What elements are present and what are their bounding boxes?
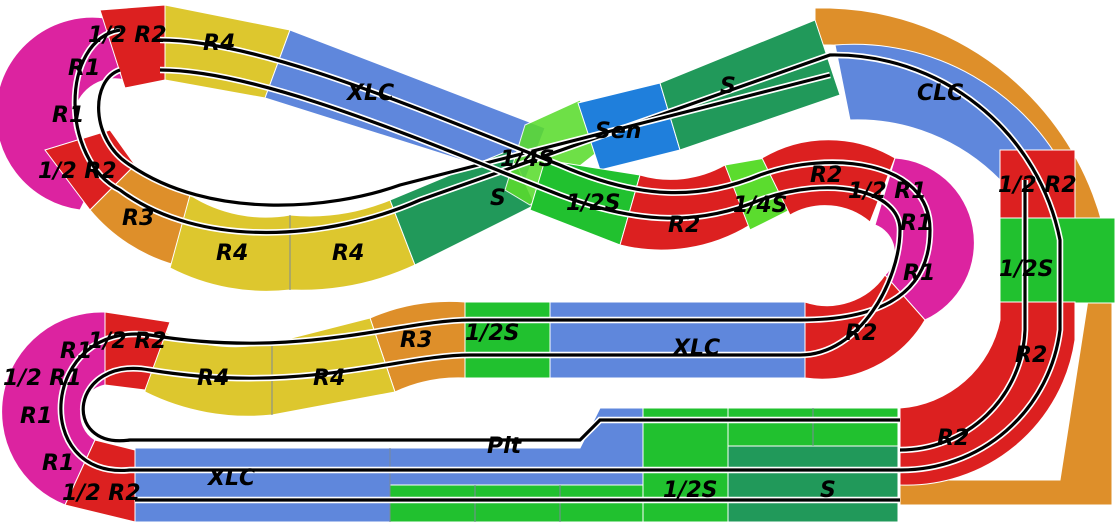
label-cross-half-s: 1/2S bbox=[566, 191, 621, 216]
slot-lanes bbox=[57, 26, 1064, 504]
label-bl-half-r2-top: 1/2 R2 bbox=[88, 329, 167, 354]
label-mid-half-s: 1/2S bbox=[465, 321, 520, 346]
label-cross-quarter-s: 1/4S bbox=[500, 147, 555, 172]
mid-xlc-piece bbox=[549, 301, 806, 379]
label-right-inner-r2: R2 bbox=[810, 163, 842, 188]
label-cross-s: S bbox=[490, 186, 506, 211]
label-right-outer-r2-a: R2 bbox=[1015, 343, 1047, 368]
label-pit: Pit bbox=[487, 434, 523, 459]
label-right-inner-half-r1: 1/2 R1 bbox=[848, 179, 927, 204]
label-sen: Sen bbox=[595, 119, 641, 144]
label-left-r1-b: R1 bbox=[52, 103, 84, 128]
label-mid-r4-b: R4 bbox=[313, 366, 345, 391]
label-bl-half-r2-bottom: 1/2 R2 bbox=[62, 481, 141, 506]
label-bl-half-r1: 1/2 R1 bbox=[3, 366, 82, 391]
label-bottom-half-s: 1/2S bbox=[663, 478, 718, 503]
label-bl-r1-a: R1 bbox=[60, 339, 92, 364]
bottom-s-piece bbox=[727, 445, 899, 523]
label-left-half-r2: 1/2 R2 bbox=[38, 159, 117, 184]
label-top-left-r4: R4 bbox=[203, 31, 235, 56]
label-left-r1-a: R1 bbox=[68, 56, 100, 81]
label-left-r4-a: R4 bbox=[216, 241, 248, 266]
label-bottom-xlc: XLC bbox=[206, 466, 255, 491]
bottom-xlc-piece bbox=[134, 447, 391, 523]
separators bbox=[271, 215, 814, 522]
bottom-half-s-piece bbox=[642, 407, 729, 523]
piece-labels: 1/2 R2 R4 XLC R1 R1 1/2 R2 R3 R4 R4 S 1/… bbox=[3, 23, 1077, 506]
label-right-outer-half-r2: 1/2 R2 bbox=[998, 173, 1077, 198]
label-clc: CLC bbox=[917, 81, 963, 106]
label-mid-quarter-s: 1/4S bbox=[733, 193, 788, 218]
right-inner-r1-arc bbox=[874, 157, 975, 321]
label-bl-r1-c: R1 bbox=[42, 451, 74, 476]
label-top-left-half-r2: 1/2 R2 bbox=[88, 23, 167, 48]
mid-half-s-piece bbox=[464, 301, 551, 379]
label-left-r3: R3 bbox=[122, 206, 154, 231]
label-top-s: S bbox=[720, 74, 736, 99]
right-outer-r2 bbox=[899, 301, 1076, 486]
label-mid-r3: R3 bbox=[400, 328, 432, 353]
label-mid-r4-a: R4 bbox=[197, 366, 229, 391]
label-right-inner-r1-a: R1 bbox=[900, 211, 932, 236]
label-top-xlc: XLC bbox=[345, 81, 394, 106]
label-right-outer-half-s: 1/2S bbox=[999, 257, 1054, 282]
label-left-r4-b: R4 bbox=[332, 241, 364, 266]
label-bl-r1-b: R1 bbox=[20, 404, 52, 429]
label-inner-right-r2: R2 bbox=[845, 321, 877, 346]
bottom-green-lower bbox=[389, 484, 644, 523]
label-mid-r2: R2 bbox=[668, 213, 700, 238]
label-bottom-s: S bbox=[820, 478, 836, 503]
label-mid-xlc: XLC bbox=[671, 336, 720, 361]
label-right-inner-r1-b: R1 bbox=[903, 261, 935, 286]
right-outer-half-r2 bbox=[999, 149, 1076, 221]
label-right-outer-r2-b: R2 bbox=[937, 426, 969, 451]
